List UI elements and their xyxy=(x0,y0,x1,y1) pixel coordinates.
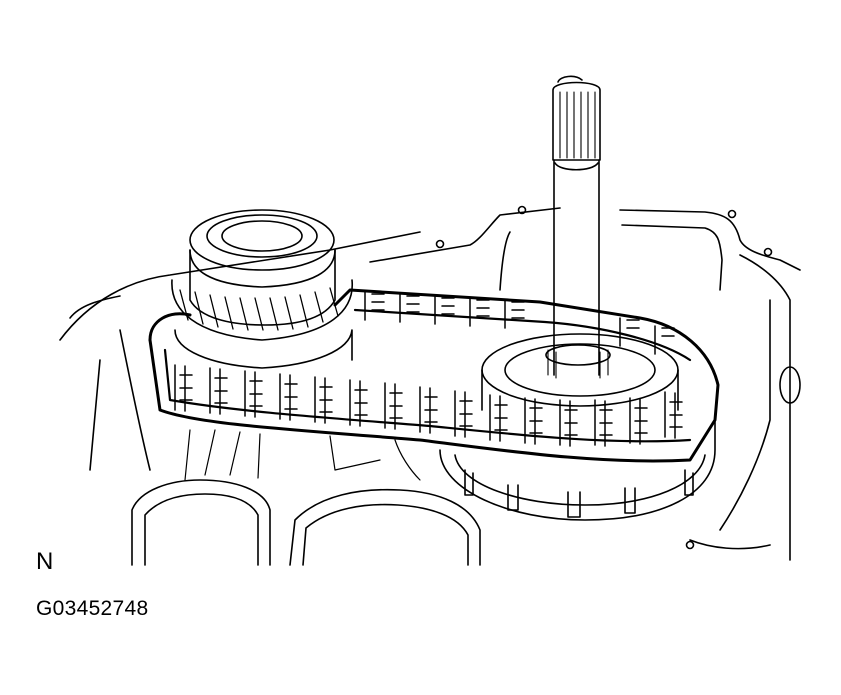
helical-gear xyxy=(172,210,352,368)
transmission-case xyxy=(60,207,800,561)
case-bores xyxy=(132,480,480,565)
view-label: N xyxy=(36,548,54,575)
drive-chain xyxy=(150,290,718,461)
figure-code: G03452748 xyxy=(36,597,149,620)
transmission-chain-illustration xyxy=(0,0,841,600)
sprocket-drum xyxy=(440,334,715,520)
case-ribs xyxy=(185,430,420,480)
output-shaft xyxy=(553,76,600,375)
